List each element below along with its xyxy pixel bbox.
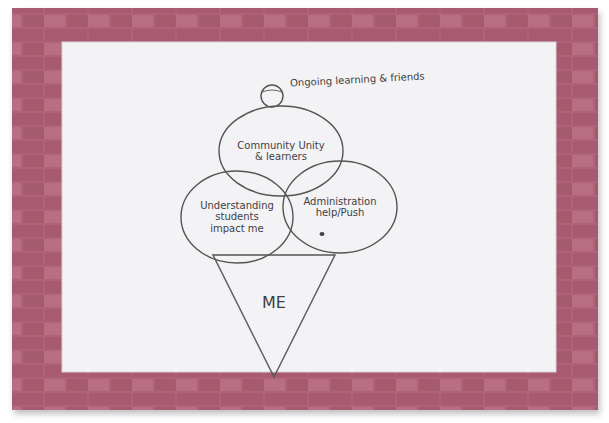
- top-scoop: Community Unity & learners: [218, 105, 344, 197]
- right-scoop: Administration help/Push: [282, 160, 398, 254]
- scoop-text: Community Unity & learners: [237, 140, 325, 163]
- left-scoop: Understanding students impact me: [180, 170, 294, 264]
- right-scoop-line: [283, 161, 397, 253]
- cone: ME: [212, 254, 336, 378]
- cherry-shade: [262, 90, 282, 92]
- left-scoop-line: [181, 171, 293, 263]
- scoop-text: Understanding students impact me: [197, 200, 277, 235]
- paper: [62, 42, 556, 372]
- scoop-text: Administration help/Push: [299, 196, 380, 219]
- scoop-text: ME: [243, 294, 305, 312]
- cherry: [261, 85, 283, 107]
- pencil-dot: [320, 232, 325, 236]
- top-scoop-line: [219, 106, 343, 196]
- cone-line: [213, 255, 335, 377]
- cone-outline: [212, 254, 336, 378]
- brick-frame: [12, 8, 598, 410]
